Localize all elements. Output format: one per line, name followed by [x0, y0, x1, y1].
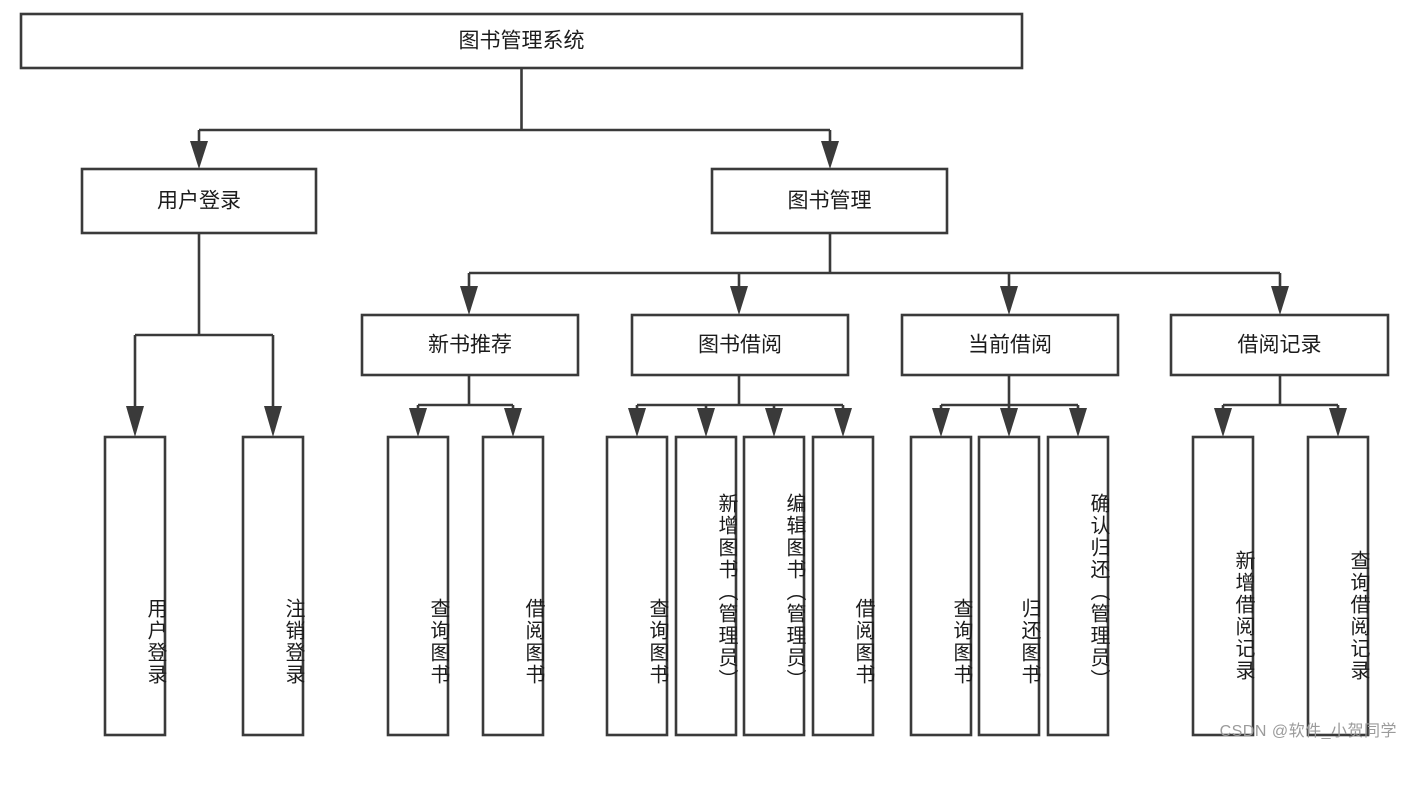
arrow-head-book-borrow — [730, 286, 748, 315]
node-box-leaf-borrow-book-1[interactable] — [481, 435, 545, 737]
arrow-head-leaf-query-book-1 — [409, 408, 427, 437]
arrow-head-user-login — [190, 141, 208, 169]
node-box-leaf-query-book-3[interactable] — [909, 435, 973, 737]
arrow-head-leaf-confirm-return — [1069, 408, 1087, 437]
arrow-head-leaf-add-record — [1214, 408, 1232, 437]
arrow-head-leaf-edit-book — [765, 408, 783, 437]
node-box-leaf-confirm-return[interactable] — [1046, 435, 1110, 737]
arrow-head-current-borrow — [1000, 286, 1018, 315]
node-box-leaf-borrow-book-2[interactable] — [811, 435, 875, 737]
arrow-head-leaf-query-record — [1329, 408, 1347, 437]
arrow-head-new-book-recommend — [460, 286, 478, 315]
node-label-book-borrow: 图书借阅 — [698, 334, 782, 357]
node-label-book-manage: 图书管理 — [788, 190, 872, 213]
node-box-leaf-query-record[interactable] — [1306, 435, 1370, 737]
arrow-head-leaf-query-book-2 — [628, 408, 646, 437]
node-box-root[interactable] — [19, 12, 1024, 70]
node-box-borrow-record[interactable] — [1169, 313, 1390, 377]
arrow-head-leaf-query-book-3 — [932, 408, 950, 437]
node-box-leaf-user-login[interactable] — [103, 435, 167, 737]
node-label-borrow-record: 借阅记录 — [1238, 334, 1322, 357]
node-box-leaf-return-book[interactable] — [977, 435, 1041, 737]
flowchart-canvas: 图书管理系统 用户登录 图书管理 新书推荐 图书借阅 当前借阅 借阅记录 — [19, 12, 1397, 740]
arrow-head-leaf-borrow-book-1 — [504, 408, 522, 437]
node-box-book-manage[interactable] — [710, 167, 949, 235]
node-layer: 图书管理系统 用户登录 图书管理 新书推荐 图书借阅 当前借阅 借阅记录 — [19, 12, 1390, 737]
arrow-head-leaf-return-book — [1000, 408, 1018, 437]
node-label-current-borrow: 当前借阅 — [968, 334, 1052, 357]
arrow-head-leaf-borrow-book-2 — [834, 408, 852, 437]
arrow-head-book-manage — [821, 141, 839, 169]
arrow-head-leaf-logout-login — [264, 406, 282, 437]
arrow-head-leaf-user-login — [126, 406, 144, 437]
node-box-leaf-logout-login[interactable] — [241, 435, 305, 737]
arrow-head-borrow-record — [1271, 286, 1289, 315]
node-box-user-login[interactable] — [80, 167, 318, 235]
node-box-leaf-edit-book[interactable] — [742, 435, 806, 737]
node-label-root: 图书管理系统 — [459, 30, 585, 53]
node-box-leaf-add-book[interactable] — [674, 435, 738, 737]
node-box-leaf-query-book-2[interactable] — [605, 435, 669, 737]
arrow-head-leaf-add-book — [697, 408, 715, 437]
node-box-new-book-recommend[interactable] — [360, 313, 580, 377]
node-box-leaf-add-record[interactable] — [1191, 435, 1255, 737]
watermark-text: CSDN @软件_小贺同学 — [1219, 723, 1397, 740]
node-box-book-borrow[interactable] — [630, 313, 850, 377]
node-box-current-borrow[interactable] — [900, 313, 1120, 377]
flowchart-svg: 图书管理系统 用户登录 图书管理 新书推荐 图书借阅 当前借阅 借阅记录 — [19, 12, 1390, 737]
connector-layer — [126, 68, 1347, 437]
node-label-new-book-recommend: 新书推荐 — [428, 334, 512, 357]
node-label-user-login: 用户登录 — [157, 190, 241, 213]
node-box-leaf-query-book-1[interactable] — [386, 435, 450, 737]
